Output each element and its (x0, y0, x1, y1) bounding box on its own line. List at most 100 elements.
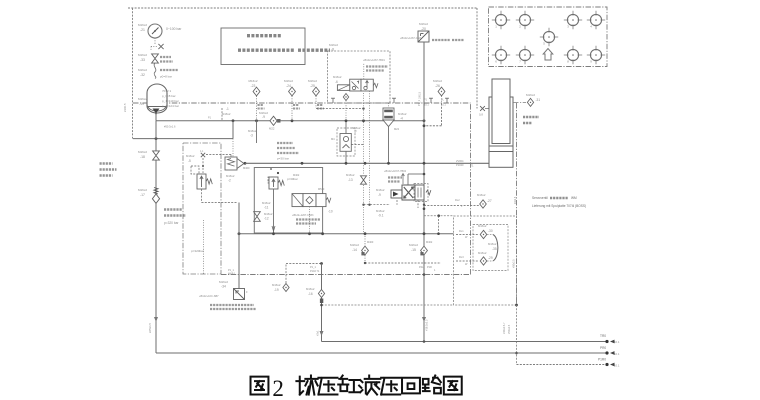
svg-text:#50.3x1.6: #50.3x1.6 (164, 125, 176, 129)
svg-text:TR0: TR0 (600, 334, 606, 338)
svg-text:M402: M402 (293, 174, 300, 177)
svg-text:W: W (465, 236, 468, 239)
svg-text:M16x2: M16x2 (526, 93, 535, 97)
svg-text:DL3: DL3 (459, 256, 464, 259)
svg-text:-2: -2 (228, 179, 231, 183)
svg-text:+B122+1267-7B01: +B122+1267-7B01 (363, 58, 385, 62)
svg-text:M16x2: M16x2 (376, 188, 385, 192)
svg-text:DL1: DL1 (459, 230, 464, 233)
svg-text:P1_1: P1_1 (228, 269, 234, 272)
svg-text:-7: -7 (354, 130, 357, 134)
svg-text:-9: -9 (262, 115, 265, 119)
svg-text:M16x2: M16x2 (284, 79, 293, 83)
svg-text:M16x2: M16x2 (138, 53, 147, 57)
svg-text:M16x2: M16x2 (488, 242, 497, 246)
svg-text:-13: -13 (348, 178, 353, 182)
svg-text:-4: -4 (400, 117, 403, 121)
svg-text:-10: -10 (328, 210, 333, 214)
svg-text:-14: -14 (352, 248, 357, 252)
svg-text:-9: -9 (378, 193, 381, 197)
svg-text:P1020: P1020 (456, 163, 464, 167)
svg-text:M16x2: M16x2 (477, 193, 486, 197)
svg-text:p0=8 bar: p0=8 bar (160, 75, 172, 79)
svg-text:+B122+1267-CB33: +B122+1267-CB33 (292, 214, 314, 217)
svg-text:-24: -24 (286, 84, 291, 88)
svg-text:0,8: 0,8 (479, 113, 483, 117)
svg-text:-20: -20 (421, 27, 426, 31)
svg-text:M16x2: M16x2 (138, 68, 147, 72)
svg-text:M16x2: M16x2 (226, 174, 235, 178)
svg-text:M400: M400 (243, 166, 250, 170)
svg-text:6: 6 (495, 60, 497, 64)
svg-text:M16x2: M16x2 (248, 129, 257, 133)
svg-text:+B122+1K67-7B02: +B122+1K67-7B02 (384, 169, 407, 173)
svg-text:p_1=110 bar: p_1=110 bar (162, 99, 179, 103)
svg-text:M16x2: M16x2 (264, 212, 273, 216)
svg-text:-3: -3 (250, 134, 253, 138)
svg-text:M16x2: M16x2 (186, 154, 195, 158)
svg-text:-12: -12 (264, 217, 269, 221)
svg-text:4: 4 (590, 25, 592, 29)
svg-text:M16x2: M16x2 (329, 43, 338, 47)
svg-text:P4L: P4L (419, 266, 424, 269)
svg-text:PL: PL (441, 99, 445, 102)
svg-text:M16x2: M16x2 (409, 243, 418, 247)
svg-text:-18: -18 (140, 155, 145, 159)
svg-text:1: 1 (495, 25, 497, 29)
svg-text:-11: -11 (264, 206, 269, 210)
svg-text:M4: M4 (331, 137, 335, 141)
svg-text:10.1: 10.1 (614, 352, 620, 356)
svg-text:1W1.5: 1W1.5 (419, 91, 422, 99)
svg-text:P1R0: P1R0 (598, 358, 606, 362)
svg-text:M16x2: M16x2 (306, 287, 315, 291)
svg-text:1.1: 1.1 (200, 150, 204, 153)
svg-text:-17: -17 (140, 193, 145, 197)
svg-text:M16x2: M16x2 (262, 201, 271, 205)
svg-text:M16x2: M16x2 (346, 173, 355, 177)
svg-text:#2x1: #2x1 (316, 330, 320, 336)
svg-text:71: 71 (471, 164, 474, 168)
svg-text:WM: WM (571, 196, 577, 200)
svg-text:P102 71: P102 71 (310, 270, 320, 273)
svg-text:3: 3 (567, 25, 569, 29)
svg-text:-21: -21 (140, 28, 145, 32)
svg-text:0~100 bar: 0~100 bar (166, 27, 182, 31)
svg-text:-35: -35 (492, 247, 497, 251)
svg-text:p_0=8 bar: p_0=8 bar (162, 94, 176, 98)
svg-text:-15: -15 (411, 248, 416, 252)
svg-text:9: 9 (246, 291, 248, 294)
svg-text:7: 7 (519, 60, 521, 64)
svg-text:p_2=124 bar: p_2=124 bar (162, 104, 179, 108)
svg-text:-25: -25 (310, 84, 315, 88)
svg-text:#50x2.5: #50x2.5 (507, 324, 511, 334)
svg-text:P1R: P1R (427, 266, 432, 269)
svg-text:P1: P1 (208, 117, 212, 120)
svg-text:-31: -31 (536, 98, 541, 102)
svg-text:4WB 1: 4WB 1 (228, 273, 236, 276)
svg-text:M16x2: M16x2 (376, 209, 385, 213)
svg-text:-34: -34 (221, 285, 226, 289)
svg-text:+B122+1267-CE8: +B122+1267-CE8 (400, 36, 421, 40)
svg-text:-16: -16 (308, 292, 313, 296)
svg-text:-33: -33 (140, 58, 145, 62)
svg-text:-30: -30 (488, 229, 493, 233)
svg-text:M16x2: M16x2 (272, 283, 281, 287)
svg-text:#100.5: #100.5 (123, 103, 127, 112)
svg-text:M16x2: M16x2 (478, 224, 487, 228)
svg-text:P1: P1 (424, 99, 428, 102)
svg-text:#16.5x2.5: #16.5x2.5 (425, 319, 429, 331)
svg-text:#25x1.5: #25x1.5 (148, 323, 152, 333)
svg-text:W: W (465, 263, 468, 266)
svg-text:-6: -6 (335, 80, 338, 84)
svg-text:#50x2.5: #50x2.5 (513, 259, 516, 268)
svg-text:M16x2: M16x2 (138, 150, 147, 154)
svg-text:M16x2: M16x2 (433, 79, 442, 83)
svg-text:M16x2: M16x2 (259, 111, 268, 115)
svg-text:-29: -29 (488, 256, 493, 260)
svg-text:M402: M402 (426, 241, 433, 244)
svg-text:M16x2: M16x2 (308, 79, 317, 83)
svg-text:M16x2: M16x2 (352, 126, 361, 130)
svg-text:1: 1 (461, 205, 463, 208)
svg-text:M16x2: M16x2 (419, 22, 428, 26)
svg-text:-1: -1 (226, 107, 229, 111)
